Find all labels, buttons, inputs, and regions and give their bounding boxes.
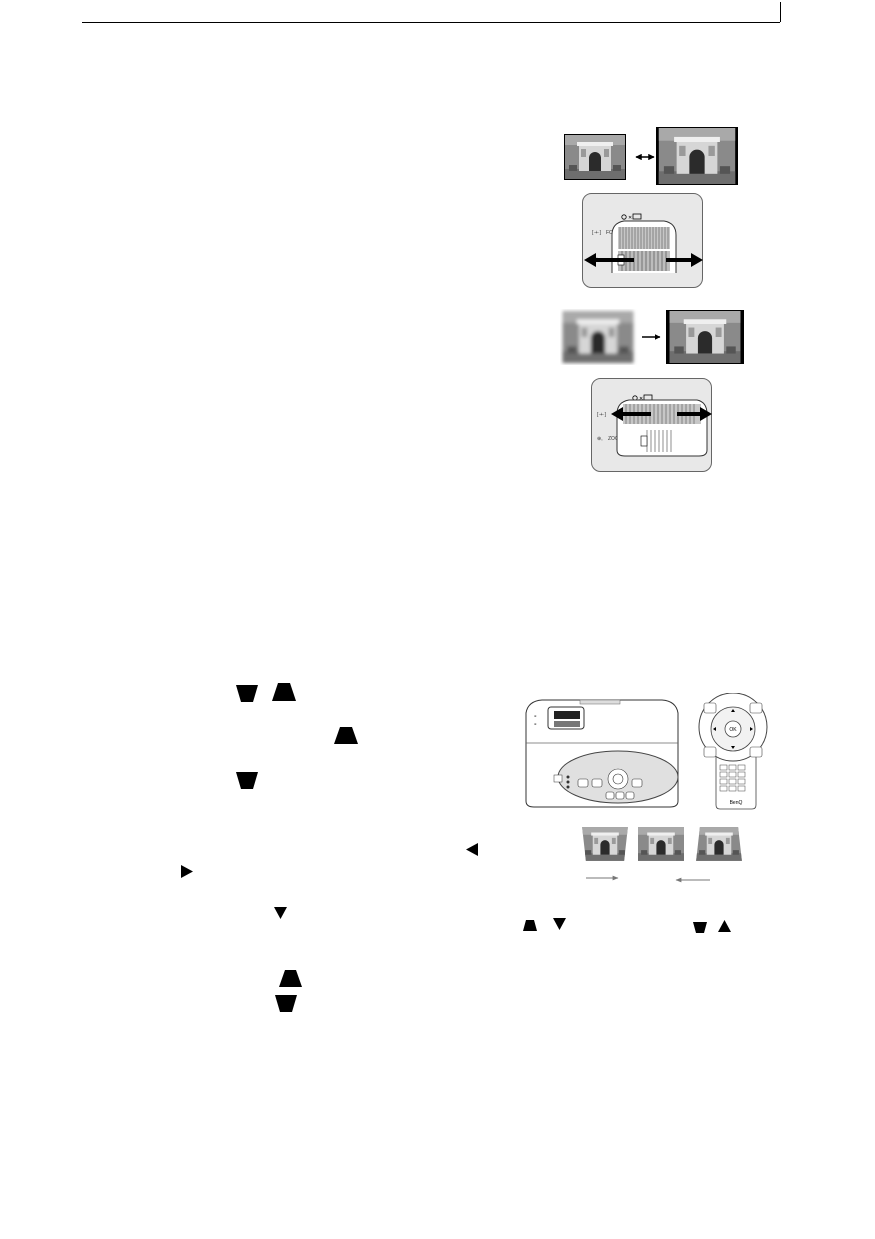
keystone-down-icon <box>236 772 258 789</box>
arrow-down-icon <box>553 918 566 930</box>
projector-top-view: ⊕ ⊕ <box>520 695 684 809</box>
keystone-thumbnails <box>582 827 742 883</box>
arrow-right-icon <box>181 865 193 878</box>
keystone-down-icon <box>236 685 258 702</box>
header-tick <box>780 2 781 22</box>
ok-button-label: OK <box>729 727 737 733</box>
header-rule <box>82 22 780 23</box>
keystone-up-icon <box>279 970 302 987</box>
svg-text:[·+·]: [·+·] <box>597 412 607 418</box>
focus-ring-panel: ✕ [·+·] ⊕, ZOOM <box>591 378 712 472</box>
keystone-down-icon <box>693 922 707 933</box>
zoom-label: ZOOM <box>608 436 623 442</box>
arrow-up-icon <box>718 920 731 932</box>
zoom-compare-figure <box>564 127 738 185</box>
svg-text:⊕: ⊕ <box>534 714 537 718</box>
svg-text:✕: ✕ <box>628 215 632 221</box>
keystone-down-icon <box>275 995 297 1012</box>
svg-text:⊕: ⊕ <box>534 722 537 726</box>
arrow-down-icon <box>274 907 287 919</box>
svg-text:⊕,: ⊕, <box>597 436 603 442</box>
remote-brand-label: BenQ <box>730 800 743 806</box>
svg-text:[·+·]: [·+·] <box>592 230 602 236</box>
keystone-up-icon <box>334 727 358 744</box>
keystone-up-icon <box>523 920 537 931</box>
zoom-ring-panel: ✕ [·+·] FOCUS ⊕, <box>582 193 703 288</box>
focus-compare-figure <box>562 310 744 364</box>
remote-control: BenQ OK <box>690 692 780 811</box>
arrow-left-icon <box>466 843 478 856</box>
keystone-up-icon <box>272 683 296 701</box>
svg-text:✕: ✕ <box>639 396 643 402</box>
